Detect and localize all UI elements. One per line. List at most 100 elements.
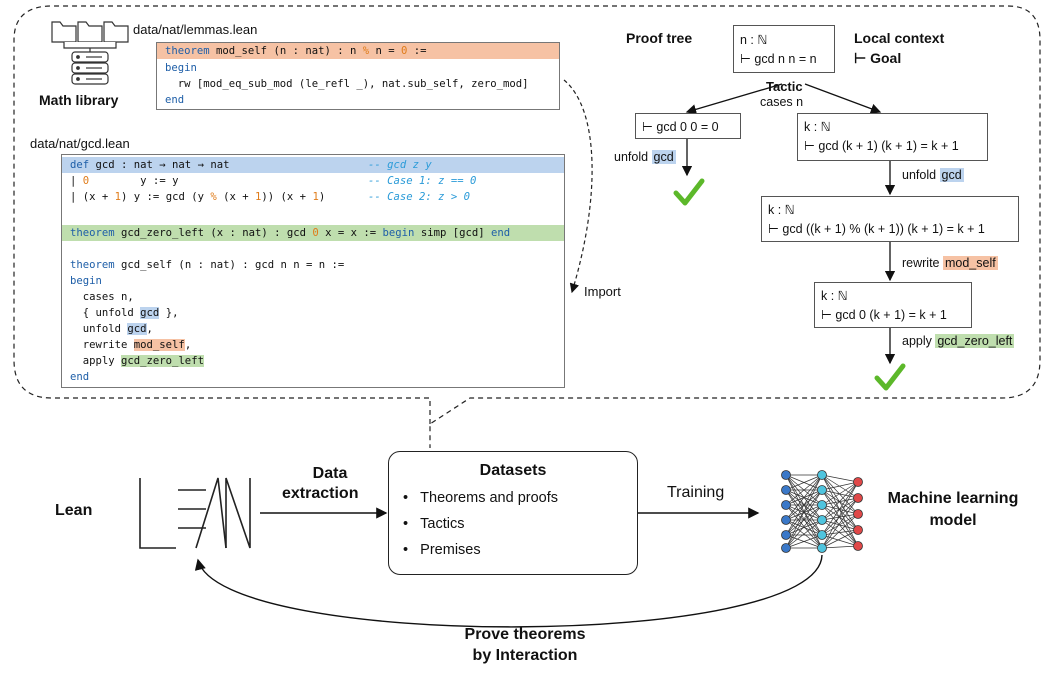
lean-logo bbox=[139, 477, 251, 549]
arrow-model-to-lean bbox=[194, 554, 823, 628]
nn-connection bbox=[785, 474, 823, 491]
code-line: apply gcd_zero_left bbox=[70, 355, 204, 367]
code-line-case1: | 0 y := y-- Case 1: z == 0 bbox=[70, 175, 477, 187]
nn-node bbox=[781, 500, 791, 510]
checkmark-icon bbox=[874, 363, 906, 391]
datasets-item: • Premises bbox=[403, 542, 481, 558]
nn-connection bbox=[821, 504, 859, 515]
proof-node-root: n : ℕ ⊢ gcd n n = n bbox=[733, 25, 835, 73]
nn-node bbox=[853, 509, 863, 519]
prove-theorems-line2: by Interaction bbox=[472, 647, 578, 664]
nn-connection bbox=[821, 519, 859, 531]
code-line: rw [mod_eq_sub_mod (le_refl _), nat.sub_… bbox=[165, 78, 529, 90]
tactic-label: Tactic bbox=[766, 79, 803, 94]
code-line: end bbox=[70, 371, 90, 383]
nn-connection bbox=[821, 489, 859, 531]
nn-connection bbox=[821, 513, 859, 549]
nn-connection bbox=[785, 474, 823, 521]
nn-connection bbox=[785, 504, 823, 549]
nn-connection bbox=[785, 474, 823, 549]
nn-connection bbox=[785, 489, 823, 536]
nn-node bbox=[853, 493, 863, 503]
tactic-apply: apply gcd_zero_left bbox=[902, 334, 1015, 348]
code-line: end bbox=[165, 94, 185, 106]
nn-node bbox=[853, 477, 863, 487]
nn-connection bbox=[821, 497, 859, 549]
nn-node bbox=[817, 530, 827, 540]
nn-node bbox=[817, 485, 827, 495]
nn-connection bbox=[785, 519, 823, 549]
nn-connection bbox=[821, 474, 859, 531]
nn-node bbox=[781, 485, 791, 495]
prove-theorems-line1: Prove theorems bbox=[464, 626, 586, 643]
code-line: begin bbox=[165, 62, 197, 74]
checkmark-icon bbox=[673, 178, 705, 206]
lemmas-code-block: theorem mod_self (n : nat) : n % n = 0 :… bbox=[156, 42, 560, 110]
nn-connection bbox=[821, 489, 859, 547]
nn-node bbox=[781, 543, 791, 553]
nn-connection bbox=[785, 519, 823, 536]
code-line-gcd-zero-left: theorem gcd_zero_left (x : nat) : gcd 0 … bbox=[62, 225, 564, 241]
nn-connection bbox=[821, 481, 859, 536]
ml-model-line2: model bbox=[929, 512, 977, 529]
tactic-unfold-right: unfold gcd bbox=[902, 168, 964, 182]
nn-connection bbox=[821, 497, 859, 536]
nn-connection bbox=[785, 474, 823, 536]
nn-connection bbox=[821, 481, 859, 491]
nn-connection bbox=[821, 489, 859, 515]
nn-connection bbox=[785, 489, 823, 549]
tactic-cases: cases n bbox=[760, 95, 804, 109]
datasets-item: • Tactics bbox=[403, 516, 465, 532]
data-extraction-line1: Data bbox=[312, 465, 348, 482]
nn-node bbox=[781, 470, 791, 480]
nn-connection bbox=[821, 489, 859, 499]
ml-model-line1: Machine learning bbox=[887, 490, 1019, 507]
nn-node bbox=[817, 543, 827, 553]
import-label: Import bbox=[584, 284, 621, 299]
nn-connection bbox=[785, 504, 823, 536]
nn-connection bbox=[821, 504, 859, 531]
nn-node bbox=[853, 525, 863, 535]
code-line-theorem-mod-self: theorem mod_self (n : nat) : n % n = 0 :… bbox=[157, 43, 559, 59]
training-label: Training bbox=[667, 484, 725, 501]
database-icon bbox=[71, 51, 109, 85]
nn-connection bbox=[785, 474, 823, 506]
datasets-item: • Theorems and proofs bbox=[403, 490, 558, 506]
code-line: { unfold gcd }, bbox=[70, 307, 179, 319]
lemmas-file-path: data/nat/lemmas.lean bbox=[133, 22, 258, 37]
nn-connection bbox=[785, 534, 823, 549]
proof-node-n2: k : ℕ ⊢ gcd (k + 1) (k + 1) = k + 1 bbox=[797, 113, 988, 161]
gcd-code-block: def gcd : nat → nat → nat-- gcd z y | 0 … bbox=[61, 154, 565, 388]
code-line-def-gcd: def gcd : nat → nat → nat-- gcd z y bbox=[62, 157, 564, 173]
nn-node bbox=[853, 541, 863, 551]
proof-node-n4: k : ℕ ⊢ gcd 0 (k + 1) = k + 1 bbox=[814, 282, 972, 328]
proof-tree-title: Proof tree bbox=[626, 30, 693, 46]
dashed-region-outline bbox=[13, 5, 1041, 448]
local-context-label: Local context bbox=[854, 30, 945, 46]
edge-root-left bbox=[685, 83, 783, 115]
code-line: cases n, bbox=[70, 291, 134, 303]
nn-connection bbox=[821, 529, 859, 549]
folder-icon bbox=[51, 21, 129, 52]
proof-node-n3: k : ℕ ⊢ gcd ((k + 1) % (k + 1)) (k + 1) … bbox=[761, 196, 1019, 242]
proof-node-left: ⊢ gcd 0 0 = 0 bbox=[635, 113, 741, 139]
import-arrow bbox=[563, 79, 593, 294]
nn-connection bbox=[821, 474, 859, 499]
nn-connection bbox=[821, 481, 859, 549]
nn-node bbox=[817, 515, 827, 525]
gcd-file-path: data/nat/gcd.lean bbox=[30, 136, 130, 151]
data-extraction-line2: extraction bbox=[282, 485, 359, 502]
nn-connection bbox=[821, 519, 859, 547]
edge-root-right bbox=[804, 83, 882, 114]
goal-label: ⊢ Goal bbox=[854, 50, 902, 66]
datasets-box: Datasets • Theorems and proofs • Tactics… bbox=[388, 451, 638, 575]
lean-label: Lean bbox=[55, 502, 93, 519]
nn-connection bbox=[821, 504, 859, 547]
tactic-unfold-left: unfold gcd bbox=[614, 150, 676, 164]
math-library-label: Math library bbox=[39, 92, 119, 108]
nn-node bbox=[781, 530, 791, 540]
nn-node bbox=[817, 470, 827, 480]
nn-connection bbox=[821, 481, 859, 521]
